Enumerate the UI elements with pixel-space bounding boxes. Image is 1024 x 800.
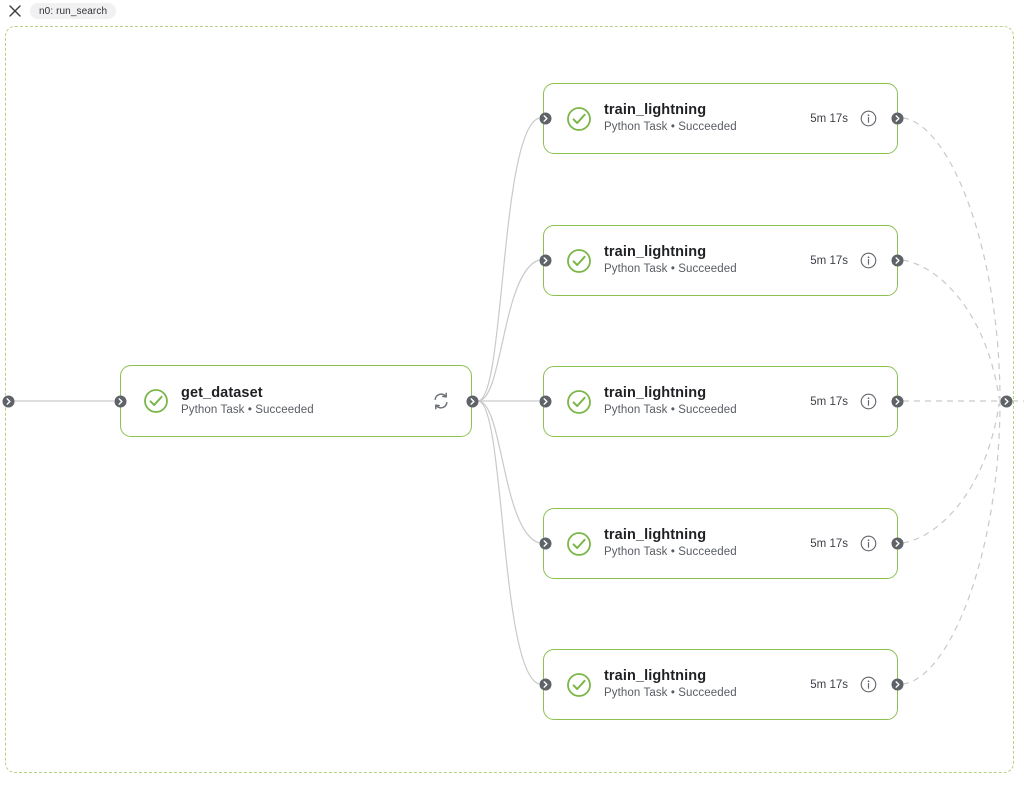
check-circle-icon [567,672,591,697]
check-circle-icon [567,531,591,556]
train-1-input-port[interactable] [539,112,552,125]
node-subtitle: Python Task • Succeeded [604,263,737,275]
check-circle-icon [567,248,591,273]
close-icon[interactable] [8,4,22,18]
node-duration: 5m 17s [810,678,848,691]
node-duration: 5m 17s [810,395,848,408]
check-circle-icon [567,106,591,131]
node-duration: 5m 17s [810,537,848,550]
info-circle-icon[interactable] [860,252,877,269]
info-circle-icon[interactable] [860,535,877,552]
node-title: train_lightning [604,102,707,118]
group-output-port[interactable] [1000,395,1013,408]
train-5-output-port[interactable] [891,678,904,691]
train-3-output-port[interactable] [891,395,904,408]
info-circle-icon[interactable] [860,676,877,693]
train-3-input-port[interactable] [539,395,552,408]
node-title: get_dataset [181,384,263,401]
breadcrumb-node-pill[interactable]: n0: run_search [30,3,117,19]
group-input-port[interactable] [2,395,15,408]
train-1-output-port[interactable] [891,112,904,125]
train-2-output-port[interactable] [891,254,904,267]
check-circle-icon [567,389,591,414]
node-duration: 5m 17s [810,254,848,267]
cached-icon [434,392,448,410]
get-dataset-output-port[interactable] [466,395,479,408]
node-subtitle: Python Task • Succeeded [604,687,737,699]
node-subtitle: Python Task • Succeeded [604,404,737,416]
info-circle-icon[interactable] [860,393,877,410]
breadcrumb-bar: n0: run_search [0,0,1024,22]
train-4-output-port[interactable] [891,537,904,550]
node-title: train_lightning [604,244,707,260]
train-5-input-port[interactable] [539,678,552,691]
node-duration: 5m 17s [810,112,848,125]
node-title: train_lightning [604,668,707,684]
check-circle-icon [144,389,168,413]
get-dataset-input-port[interactable] [114,395,127,408]
node-subtitle: Python Task • Succeeded [604,121,737,133]
node-subtitle: Python Task • Succeeded [604,546,737,558]
train-2-input-port[interactable] [539,254,552,267]
node-title: train_lightning [604,527,707,543]
node-subtitle: Python Task • Succeeded [181,403,314,416]
train-4-input-port[interactable] [539,537,552,550]
node-title: train_lightning [604,385,707,401]
info-circle-icon[interactable] [860,110,877,127]
